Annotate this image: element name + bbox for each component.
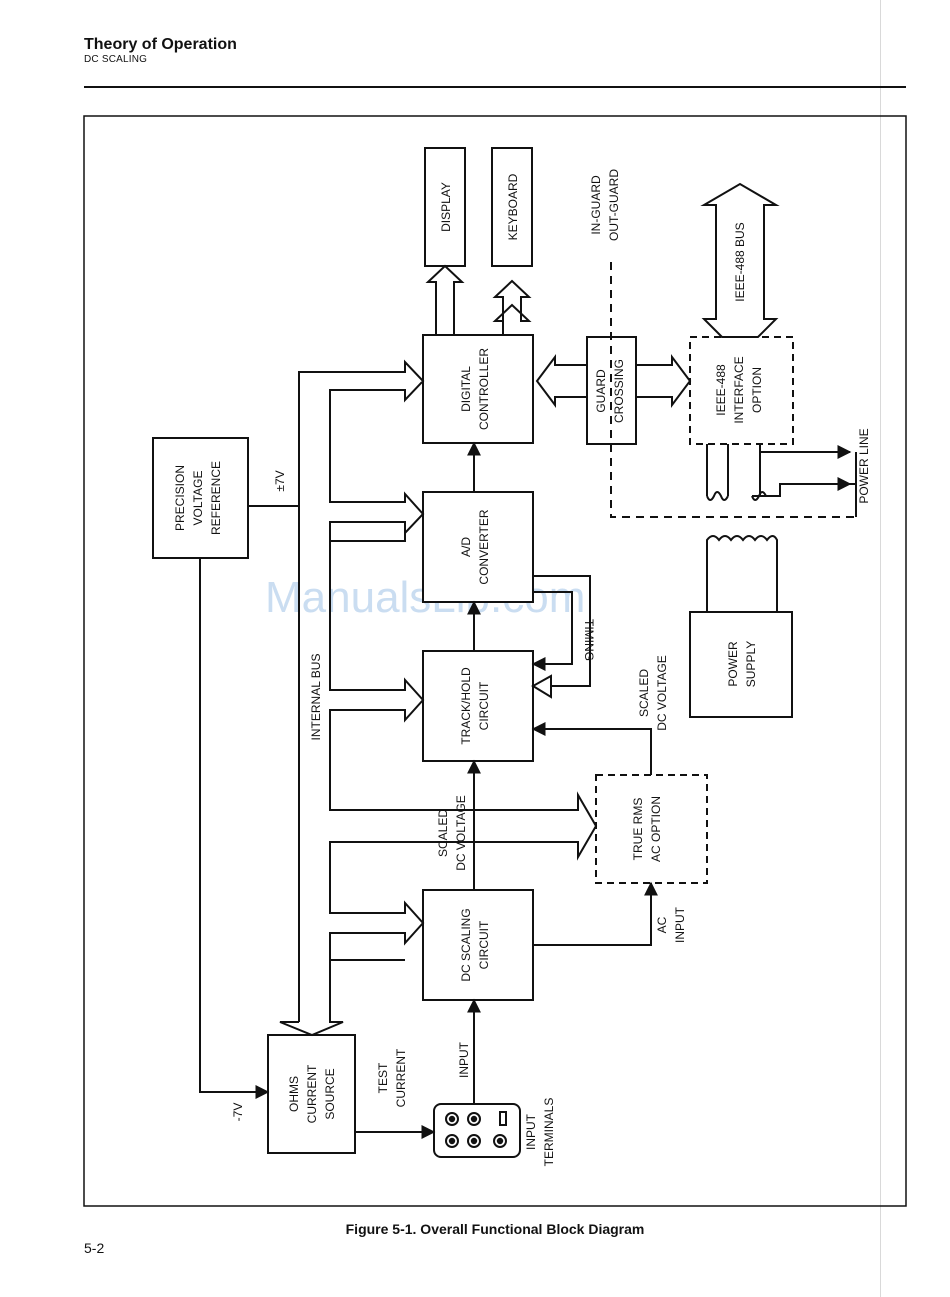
- scaled-dc-right-label-2: DC VOLTAGE: [655, 655, 669, 731]
- power-supply-label-2: SUPPLY: [744, 641, 758, 687]
- timing-inner: [531, 591, 573, 671]
- display-bus-arrow: [425, 264, 465, 335]
- true-rms-label-1: TRUE RMS: [631, 798, 645, 861]
- test-current-label-2: CURRENT: [394, 1048, 408, 1107]
- ac-input-label-2: INPUT: [673, 906, 687, 943]
- precision-ref-label-3: REFERENCE: [209, 461, 223, 535]
- coil-upper: [706, 491, 767, 501]
- digital-controller-label-1: DIGITAL: [459, 366, 473, 412]
- minus-7v-label: -7V: [231, 1103, 245, 1122]
- timing-outer: [531, 575, 591, 699]
- ad-converter-label-2: CONVERTER: [477, 509, 491, 584]
- scan-edge-line: [880, 0, 881, 1297]
- controller-guard-arrow: [535, 354, 587, 408]
- keyboard-label: KEYBOARD: [506, 173, 520, 240]
- input-terminals-label-1: INPUT: [524, 1113, 538, 1150]
- ieee-bus-label: IEEE-488 BUS: [733, 222, 747, 301]
- keyboard-bus-arrow: [492, 279, 532, 335]
- scaled-dc-mid-label-2: DC VOLTAGE: [454, 795, 468, 871]
- input-terminals-label-2: TERMINALS: [542, 1098, 556, 1167]
- figure-caption: Figure 5-1. Overall Functional Block Dia…: [345, 1221, 645, 1237]
- internal-bus: [279, 359, 598, 1037]
- true-rms-block: [595, 774, 708, 884]
- plus-minus-7v-label: ±7V: [273, 470, 287, 491]
- ohms-source-label-3: SOURCE: [323, 1068, 337, 1119]
- power-supply-block: [689, 611, 793, 718]
- precision-reference-block: [152, 437, 249, 559]
- track-hold-block: [422, 650, 534, 762]
- input-label: INPUT: [457, 1041, 471, 1078]
- power-line-label: POWER LINE: [857, 428, 871, 503]
- ohms-source-label-1: OHMS: [287, 1076, 301, 1112]
- test-current-label-1: TEST: [376, 1062, 390, 1093]
- section-title: Theory of Operation: [84, 36, 237, 53]
- guard-crossing-label-2: CROSSING: [612, 359, 626, 423]
- guard-ieee-arrow: [636, 354, 692, 408]
- ieee-interface-block: [689, 336, 794, 445]
- track-hold-label-1: TRACK/HOLD: [459, 667, 473, 745]
- display-label: DISPLAY: [439, 182, 453, 232]
- power-line-wires: [706, 444, 856, 497]
- precision-ref-label-1: PRECISION: [173, 465, 187, 531]
- ad-converter-block: [422, 491, 534, 603]
- power-supply-label-1: POWER: [726, 641, 740, 687]
- ieee-interface-label-1: IEEE-488: [714, 364, 728, 416]
- in-guard-label: IN-GUARD: [589, 175, 603, 235]
- ohms-source-label-2: CURRENT: [305, 1064, 319, 1123]
- section-subtitle: DC SCALING: [84, 54, 148, 65]
- dc-scaling-label-1: DC SCALING: [459, 908, 473, 981]
- guard-crossing-label-1: GUARD: [594, 369, 608, 413]
- internal-bus-label: INTERNAL BUS: [309, 654, 323, 741]
- digital-controller-block: [422, 334, 534, 444]
- ac-input-line: [533, 881, 658, 946]
- page-number: 5-2: [84, 1240, 105, 1256]
- dc-scaling-label-2: CIRCUIT: [477, 920, 491, 969]
- ad-converter-label-1: A/D: [459, 537, 473, 557]
- scaled-dc-right-label-1: SCALED: [637, 669, 651, 717]
- minus-7v-line: [199, 558, 270, 1099]
- input-terminals: [433, 1103, 521, 1158]
- out-guard-label: OUT-GUARD: [607, 169, 621, 241]
- guard-boundary: [610, 262, 856, 518]
- ieee-interface-label-3: OPTION: [750, 367, 764, 413]
- power-transformer-coil: [706, 535, 778, 612]
- ac-input-label-1: AC: [655, 916, 669, 933]
- true-rms-label-2: AC OPTION: [649, 796, 663, 862]
- header-rule: [84, 86, 906, 88]
- track-hold-label-2: CIRCUIT: [477, 681, 491, 730]
- scaled-dc-mid-label-1: SCALED: [436, 809, 450, 857]
- ieee-interface-label-2: INTERFACE: [732, 356, 746, 423]
- keyboard-block: [491, 147, 533, 267]
- timing-label: TIMING: [582, 619, 596, 661]
- precision-ref-label-2: VOLTAGE: [191, 471, 205, 526]
- ieee-bus-arrow: [700, 182, 780, 338]
- figure-frame: [83, 115, 907, 1207]
- digital-controller-label-2: CONTROLLER: [477, 348, 491, 430]
- rms-scaled-dc-line: [531, 722, 652, 775]
